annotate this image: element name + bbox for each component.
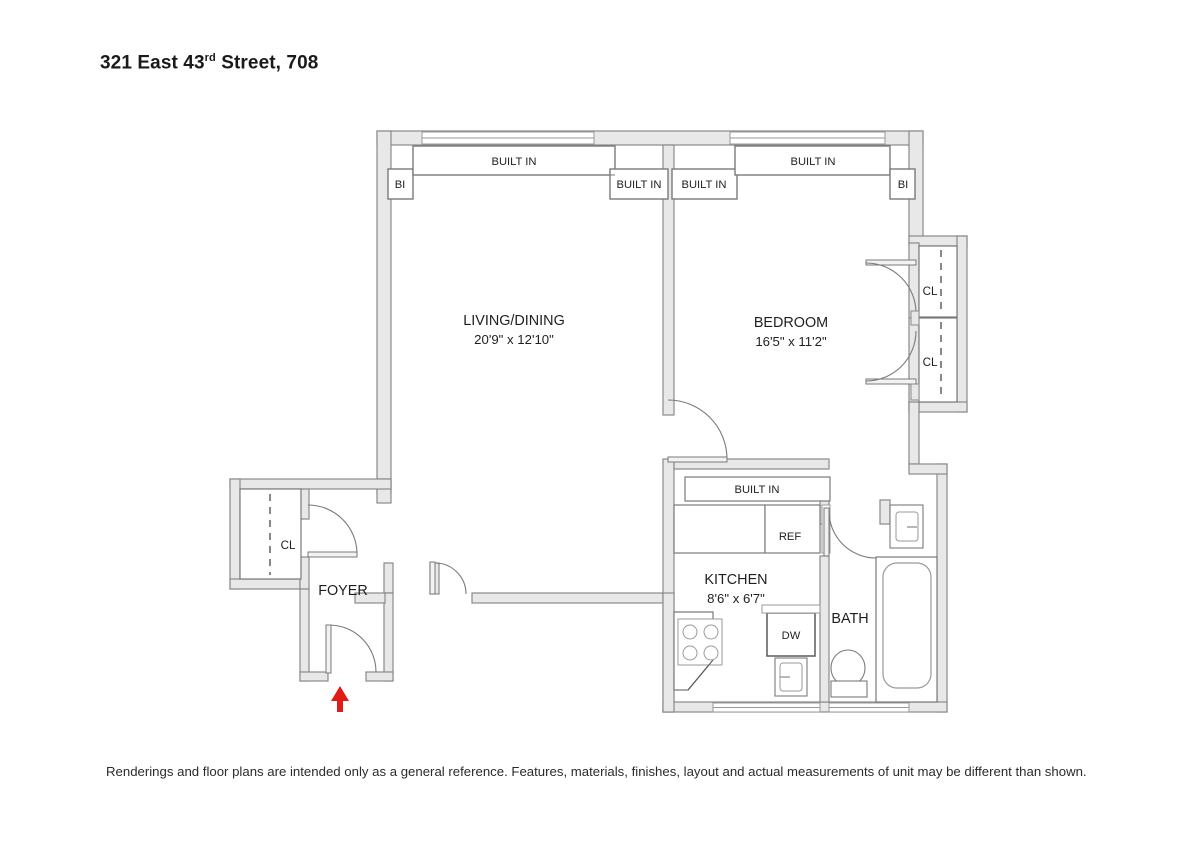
builtin-box-living-top	[412, 145, 616, 176]
closet-upper-door-leaf	[865, 259, 917, 266]
builtin-box-bedroom-top	[734, 145, 891, 176]
kitchen-counter-right-strip	[761, 604, 821, 614]
wall-entry-right-stub	[365, 671, 394, 682]
fixture-label-refrigerator: REF	[779, 531, 802, 543]
closet-label-bedroom-upper: CL	[923, 285, 938, 298]
room-dim-living-dining: 20'9" x 12'10"	[474, 332, 554, 347]
windows	[421, 131, 910, 713]
builtin-label-kitchen: BUILT IN	[735, 484, 780, 496]
closet-lower-door-jamb	[910, 383, 920, 401]
wall-kitchen-top	[673, 458, 830, 470]
page-title: 321 East 43rd Street, 708	[100, 52, 318, 74]
bedroom-closets	[865, 245, 958, 403]
builtin-label-bi-left: BI	[395, 179, 406, 191]
closet-lower-door-leaf	[865, 378, 917, 385]
bath-door-swing	[828, 510, 877, 559]
wall-kitchen-left-exterior	[662, 592, 675, 713]
wall-foyer-top	[229, 478, 392, 490]
room-label-living-dining: LIVING/DINING	[463, 313, 565, 329]
builtin-box-bedroom-left	[671, 168, 738, 200]
builtin-label-bedroom-top: BUILT IN	[791, 156, 836, 168]
wall-foyer-right-lower	[383, 592, 394, 682]
builtin-box-bi-right	[889, 168, 916, 200]
room-label-foyer: FOYER	[318, 583, 368, 599]
kitchen-fixtures	[673, 476, 831, 697]
room-labels: LIVING/DINING 20'9" x 12'10" BEDROOM 16'…	[318, 313, 868, 627]
wall-kitchen-bath-partition	[819, 555, 830, 703]
foyer-closet	[239, 488, 358, 580]
wall-closet-right-exterior	[956, 235, 968, 413]
wall-hall-bottom	[471, 592, 673, 604]
bedroom-door	[667, 399, 728, 463]
hall-door-swing	[434, 562, 467, 595]
room-dim-kitchen: 8'6" x 6'7"	[707, 591, 765, 606]
kitchen-counter-left	[673, 504, 766, 554]
fixture-label-dishwasher: DW	[782, 630, 801, 642]
closet-label-bedroom-lower: CL	[923, 356, 938, 369]
builtin-box-living-right	[609, 168, 669, 200]
builtin-label-living-right: BUILT IN	[617, 179, 662, 191]
builtin-label-bedroom-left: BUILT IN	[682, 179, 727, 191]
hall-door	[429, 561, 467, 595]
wall-foyer-left	[229, 478, 241, 590]
range-corner-bevel	[687, 659, 714, 691]
closet-upper-door-jamb	[910, 310, 920, 326]
wall-entry-left-stub	[299, 671, 329, 682]
hall-door-leaf	[429, 561, 436, 595]
entry-door-swing	[328, 624, 377, 673]
kitchen-builtin-box	[684, 476, 831, 502]
closet-lower-door-swing	[865, 330, 917, 382]
range-burner-2	[703, 624, 719, 640]
refrigerator-box	[764, 504, 821, 554]
title-address-rest: Street, 708	[215, 52, 319, 74]
bath-door-leaf	[823, 507, 830, 557]
wall-bedroom-right-to-bath	[908, 401, 920, 465]
builtin-box-bi-left	[387, 168, 414, 200]
range-burner-3	[682, 645, 698, 661]
bathtub-basin	[882, 562, 932, 689]
range-burner-4	[703, 645, 719, 661]
entry-door-leaf	[325, 624, 332, 674]
range-burner-1	[682, 624, 698, 640]
builtin-label-bi-right: BI	[898, 179, 909, 191]
bath-fixtures	[823, 504, 938, 703]
foyer-closet-door-leaf	[307, 551, 358, 558]
fixture-labels: REF DW	[779, 531, 802, 642]
room-label-bath: BATH	[831, 611, 868, 627]
wall-bath-right-exterior	[936, 463, 948, 713]
dishwasher-box	[766, 612, 816, 657]
entry-arrow-shaft	[337, 700, 343, 712]
entry-arrow-head	[331, 686, 349, 701]
closet-upper-door-swing	[865, 262, 917, 314]
entry-door	[325, 624, 377, 674]
wall-bedroom-bottom-right-jog	[908, 463, 948, 475]
wall-hall-bottom-stub	[354, 592, 386, 604]
builtin-labels: BI BUILT IN BUILT IN BUILT IN BUILT IN B…	[395, 156, 909, 496]
closet-upper-box	[918, 245, 958, 318]
room-label-bedroom: BEDROOM	[754, 315, 828, 331]
room-label-kitchen: KITCHEN	[704, 572, 767, 588]
bedroom-door-swing	[667, 399, 728, 460]
builtin-label-living-top: BUILT IN	[492, 156, 537, 168]
title-address-ordinal: rd	[204, 52, 216, 64]
wall-bath-top	[879, 499, 891, 525]
disclaimer-text: Renderings and floor plans are intended …	[106, 764, 1087, 779]
toilet-tank	[830, 680, 868, 698]
closet-label-foyer: CL	[281, 539, 296, 552]
closet-lower-box	[918, 317, 958, 403]
wall-foyer-right-upper	[383, 562, 394, 594]
entry-arrow	[331, 686, 349, 712]
title-address-main: 321 East 43	[100, 52, 205, 74]
bedroom-door-leaf	[667, 456, 728, 463]
wall-living-bedroom-partition	[662, 144, 675, 416]
foyer-closet-door-swing	[307, 504, 358, 555]
wall-bedroom-right-upper	[908, 242, 920, 319]
room-dim-bedroom: 16'5" x 11'2"	[755, 334, 827, 349]
closet-labels: CL CL CL	[281, 285, 938, 552]
wall-foyer-bottom-left	[229, 578, 301, 590]
builtin-boxes	[387, 145, 916, 200]
wall-foyer-left-lower	[299, 588, 310, 682]
